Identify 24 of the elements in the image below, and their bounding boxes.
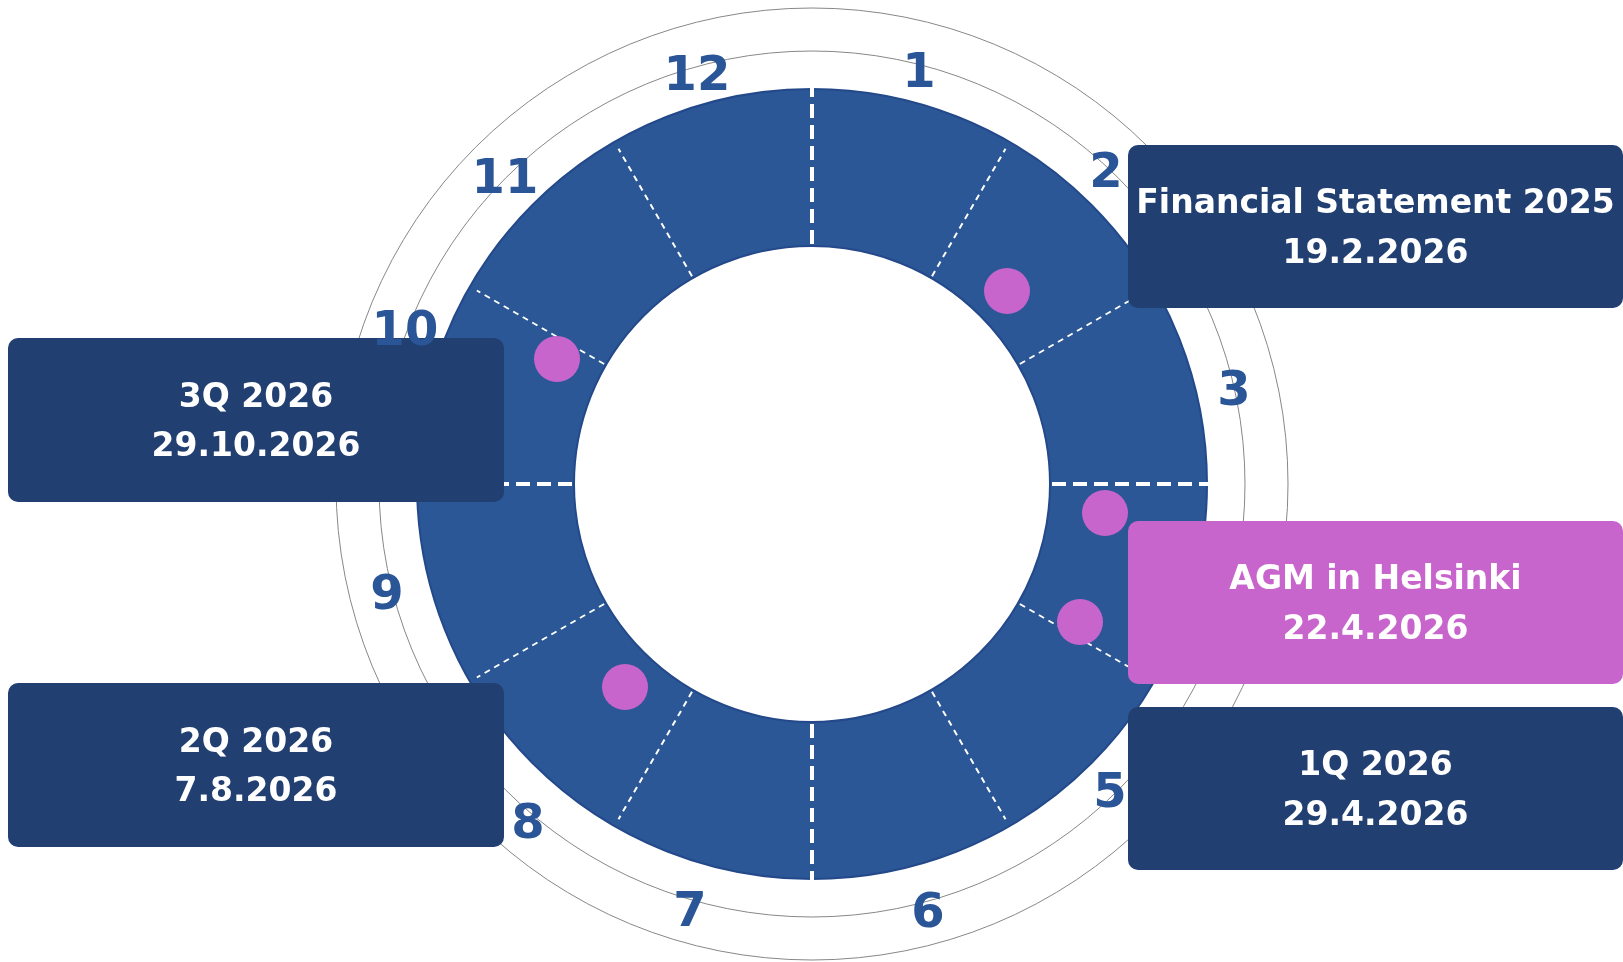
month-number: 11 xyxy=(471,152,539,200)
event-date: 29.10.2026 xyxy=(151,424,361,466)
month-number: 3 xyxy=(1217,364,1251,412)
event-title: 3Q 2026 xyxy=(178,374,334,417)
month-number: 6 xyxy=(911,886,945,934)
month-number: 5 xyxy=(1093,766,1127,814)
event-date: 19.2.2026 xyxy=(1282,230,1469,273)
event-date: 29.4.2026 xyxy=(1282,792,1469,835)
month-number: 8 xyxy=(511,797,545,845)
event-title: 2Q 2026 xyxy=(178,719,334,762)
event-box xyxy=(1128,521,1623,684)
event-title: AGM in Helsinki xyxy=(1229,557,1522,599)
event-date: 22.4.2026 xyxy=(1282,606,1469,649)
month-number: 12 xyxy=(663,49,731,97)
event-box xyxy=(8,683,504,847)
month-number: 9 xyxy=(370,568,404,616)
event-title: 1Q 2026 xyxy=(1298,743,1453,785)
event-title: Financial Statement 2025 xyxy=(1136,181,1615,223)
event-box xyxy=(1128,707,1623,870)
month-number: 1 xyxy=(902,46,936,94)
event-box xyxy=(1128,145,1623,308)
event-date: 7.8.2026 xyxy=(174,769,338,811)
month-number: 2 xyxy=(1089,146,1123,194)
month-number: 7 xyxy=(673,885,707,933)
